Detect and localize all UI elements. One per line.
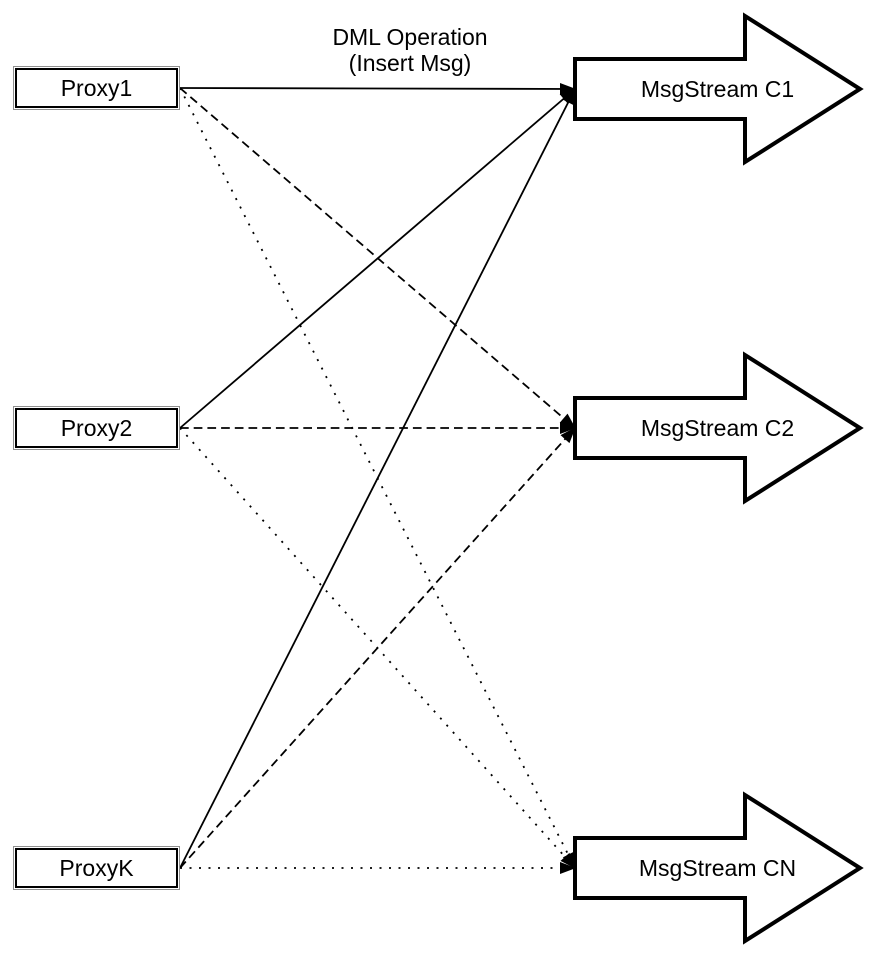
node-proxy2-label: Proxy2 bbox=[60, 414, 133, 441]
edge-caption: DML Operation (Insert Msg) bbox=[280, 24, 540, 76]
msgstream-cn-arrow bbox=[573, 791, 864, 945]
edge-proxy1-c2-dashed bbox=[179, 87, 576, 429]
edge-proxy1-cn-dotted bbox=[179, 87, 576, 869]
node-msgstream-c2-label: MsgStream C2 bbox=[575, 413, 860, 443]
edge-layer bbox=[179, 82, 576, 874]
node-proxy2: Proxy2 bbox=[13, 406, 180, 450]
node-msgstream-cn-label: MsgStream CN bbox=[575, 853, 860, 883]
node-proxyk: ProxyK bbox=[13, 846, 180, 890]
edge-proxy2-cn-dotted bbox=[179, 427, 576, 869]
edge-proxy1-c1-solid bbox=[179, 82, 576, 95]
msgstream-c2-arrow bbox=[573, 351, 864, 505]
node-msgstream-c1-label: MsgStream C1 bbox=[575, 74, 860, 104]
node-proxy1: Proxy1 bbox=[13, 66, 180, 110]
node-proxyk-label: ProxyK bbox=[59, 854, 134, 881]
edge-caption-line2: (Insert Msg) bbox=[348, 50, 472, 76]
edge-caption-line1: DML Operation bbox=[332, 24, 488, 50]
msgstream-c1-text: MsgStream C1 bbox=[640, 75, 795, 102]
msgstream-cn-text: MsgStream CN bbox=[638, 854, 797, 881]
node-proxy1-label: Proxy1 bbox=[60, 74, 133, 101]
msgstream-c2-text: MsgStream C2 bbox=[640, 414, 795, 441]
msgstream-c1-arrow bbox=[573, 12, 864, 166]
